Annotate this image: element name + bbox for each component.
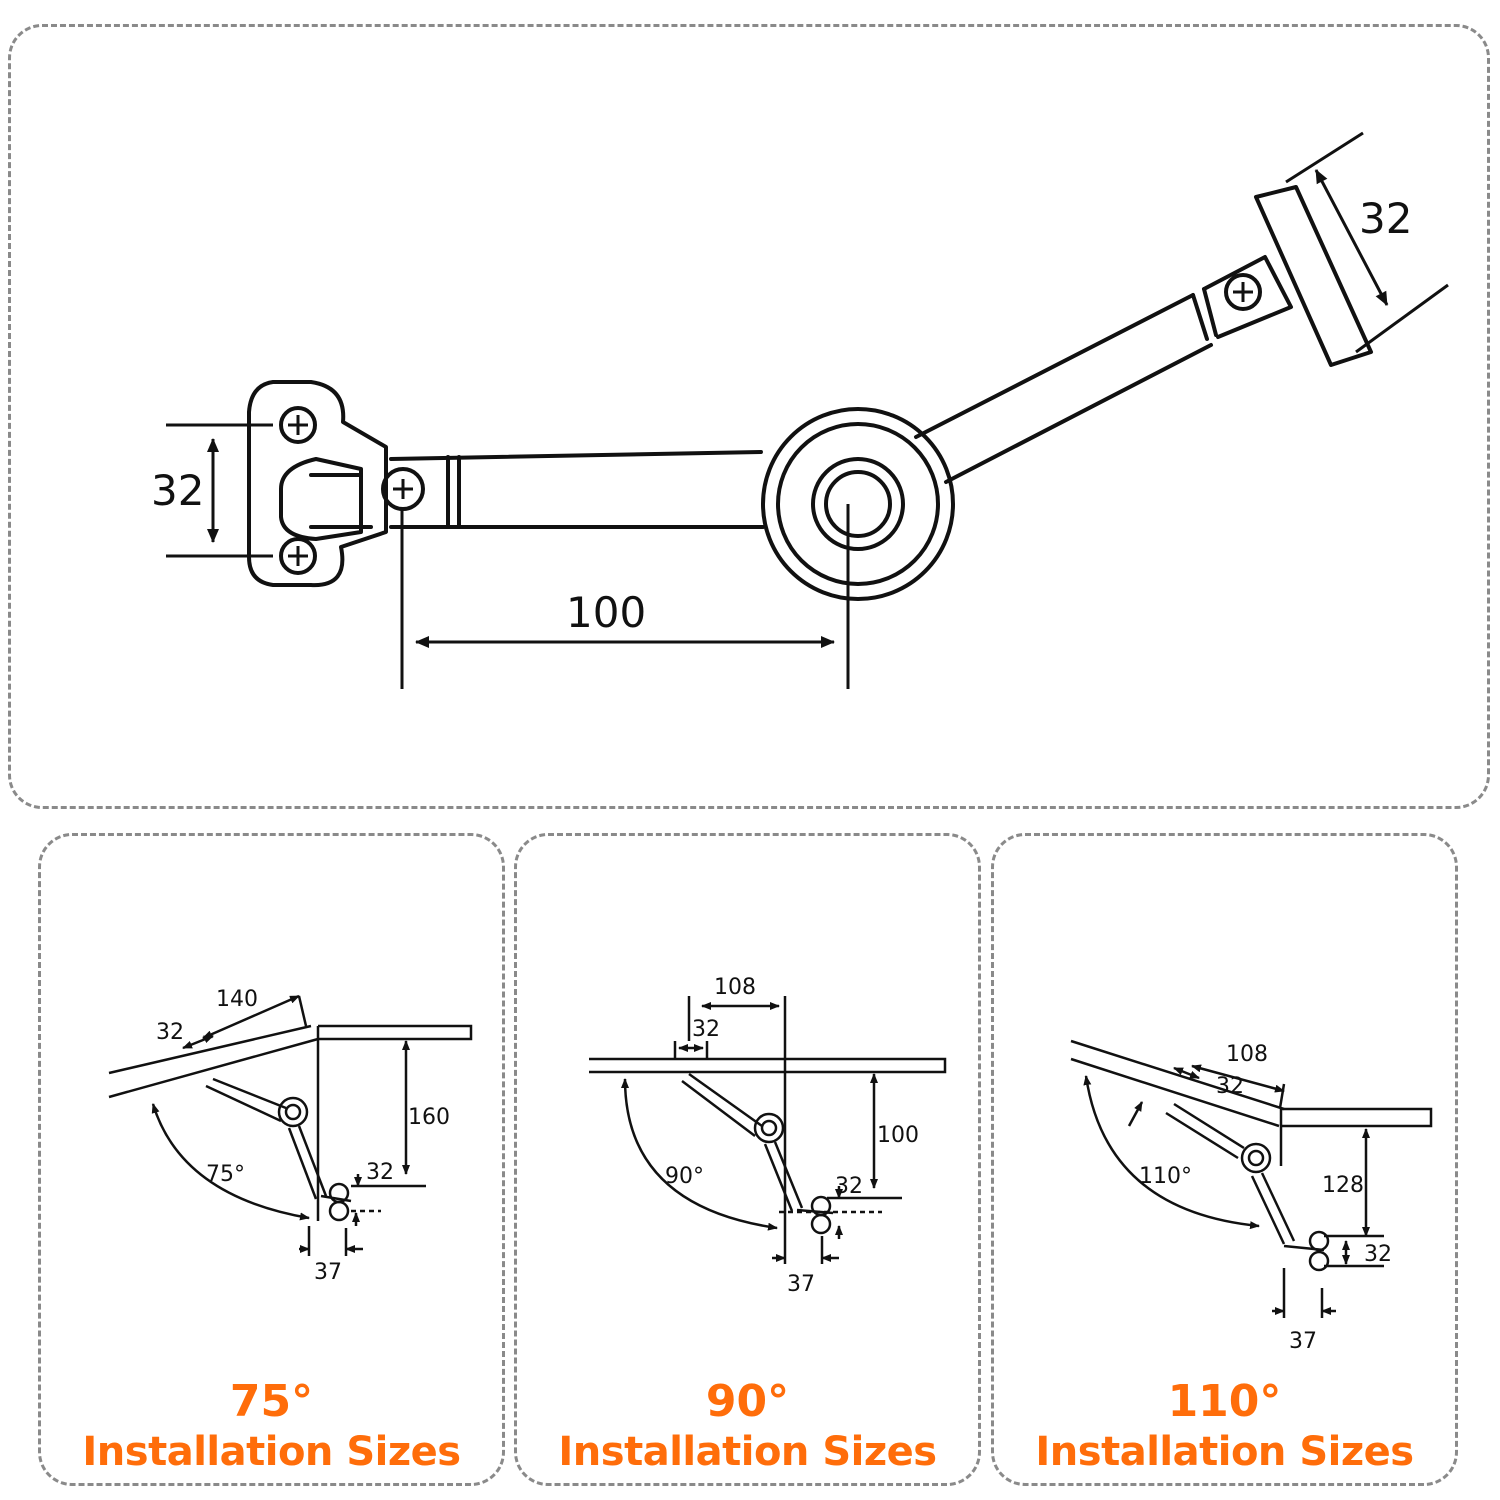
p75-dim-e: 37 <box>314 1260 342 1285</box>
p75-dim-a: 140 <box>216 987 258 1012</box>
hinge-detail-panel: 32 100 32 <box>8 24 1490 809</box>
end-plate <box>1254 185 1373 367</box>
p110-dim-b: 32 <box>1216 1074 1244 1099</box>
caption-75-angle: 75° <box>229 1376 314 1427</box>
caption-75-text: Installation Sizes <box>82 1429 461 1475</box>
top-dim-right: 32 <box>1359 194 1412 243</box>
top-dim-left: 32 <box>151 466 204 515</box>
p90-dim-a: 108 <box>714 975 756 1000</box>
p110-dim-c: 128 <box>1322 1173 1364 1198</box>
caption-110-text: Installation Sizes <box>1035 1429 1414 1475</box>
p90-angle-label: 90° <box>665 1164 704 1189</box>
p75-dim-b: 32 <box>156 1020 184 1045</box>
p110-dim-d: 32 <box>1364 1242 1392 1267</box>
p90-dim-d: 32 <box>835 1174 863 1199</box>
caption-90-angle: 90° <box>705 1376 790 1427</box>
p75-dim-d: 32 <box>366 1160 394 1185</box>
hinge-drawing: 32 100 32 <box>151 131 1449 689</box>
diagram-110: 108 32 128 32 37 110° <box>1070 1039 1433 1354</box>
caption-110-angle: 110° <box>1167 1376 1282 1427</box>
installation-panel-110: 108 32 128 32 37 110° 110° Installation … <box>991 833 1458 1486</box>
p75-dim-c: 160 <box>408 1105 450 1130</box>
p110-angle-label: 110° <box>1139 1164 1192 1189</box>
p90-dim-e: 37 <box>787 1272 815 1297</box>
caption-110: 110° Installation Sizes <box>994 1376 1455 1476</box>
p110-dim-e: 37 <box>1289 1329 1317 1354</box>
diagram-75: 140 32 160 32 37 75° <box>108 987 473 1285</box>
caption-90-text: Installation Sizes <box>558 1429 937 1475</box>
p90-dim-c: 100 <box>877 1123 919 1148</box>
p75-angle-label: 75° <box>206 1162 245 1187</box>
main-pivot <box>761 407 955 601</box>
p110-dim-a: 108 <box>1226 1042 1268 1067</box>
caption-90: 90° Installation Sizes <box>517 1376 978 1476</box>
caption-75: 75° Installation Sizes <box>41 1376 502 1476</box>
p90-dim-b: 32 <box>692 1017 720 1042</box>
mounting-plate <box>247 380 388 588</box>
diagram-90: 108 32 100 32 37 90° <box>589 975 947 1297</box>
installation-panel-90: 108 32 100 32 37 90° 90° Installation Si… <box>514 833 981 1486</box>
top-dim-center: 100 <box>566 588 646 637</box>
installation-panel-75: 140 32 160 32 37 75° 75° Installation Si… <box>38 833 505 1486</box>
